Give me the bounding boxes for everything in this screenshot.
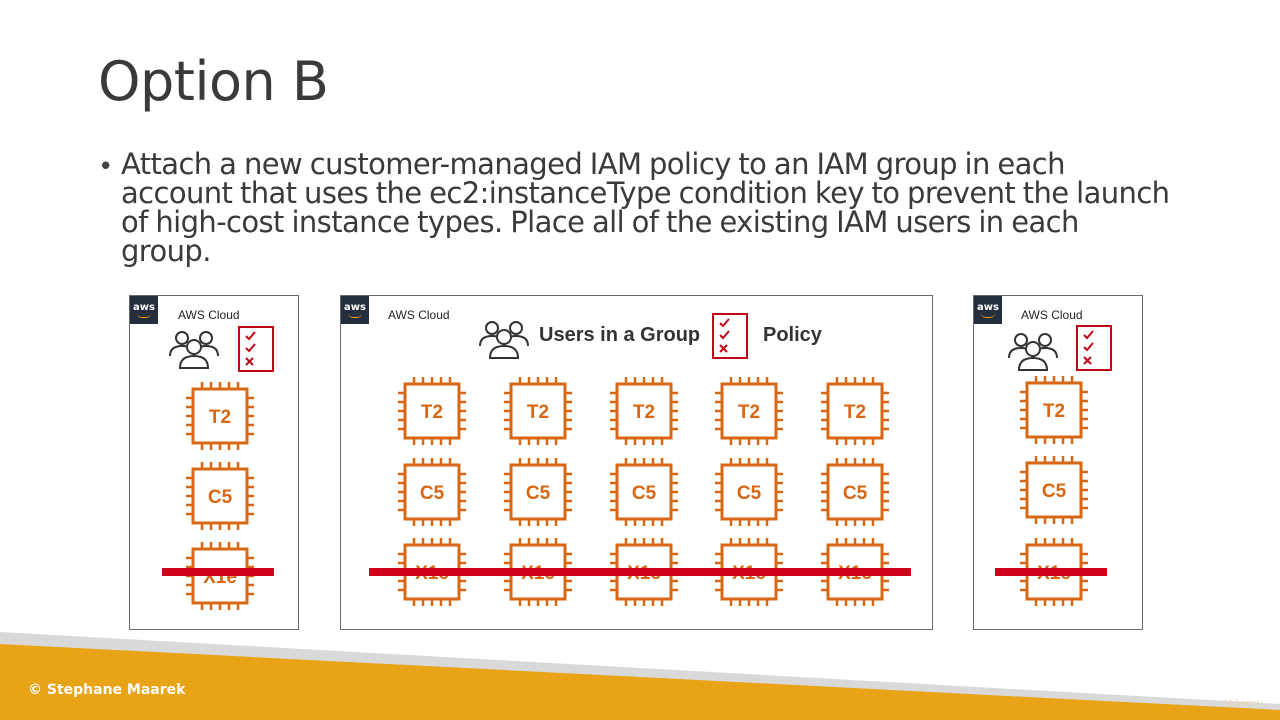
cloud-label: AWS Cloud: [388, 308, 450, 322]
account-right: aws AWS Cloud: [973, 295, 1143, 630]
policy-label: Policy: [763, 324, 822, 346]
aws-logo-icon: aws: [341, 296, 369, 324]
cloud-label: AWS Cloud: [1021, 308, 1083, 322]
account-center: aws AWS Cloud Users in a Group Policy: [340, 295, 933, 630]
slide-title: Option B: [98, 50, 329, 113]
copyright: © Stephane Maarek: [28, 682, 186, 698]
cloud-label: AWS Cloud: [178, 308, 240, 322]
udemy-watermark: Udemy: [1224, 697, 1264, 710]
bullet-dot: •: [98, 152, 114, 182]
account-left: aws AWS Cloud: [129, 295, 299, 630]
bullet-text: Attach a new customer-managed IAM policy…: [121, 147, 1170, 268]
users-group-label: Users in a Group: [539, 324, 701, 346]
aws-logo-icon: aws: [130, 296, 158, 324]
aws-logo-icon: aws: [974, 296, 1002, 324]
footer-band: [0, 632, 1280, 720]
